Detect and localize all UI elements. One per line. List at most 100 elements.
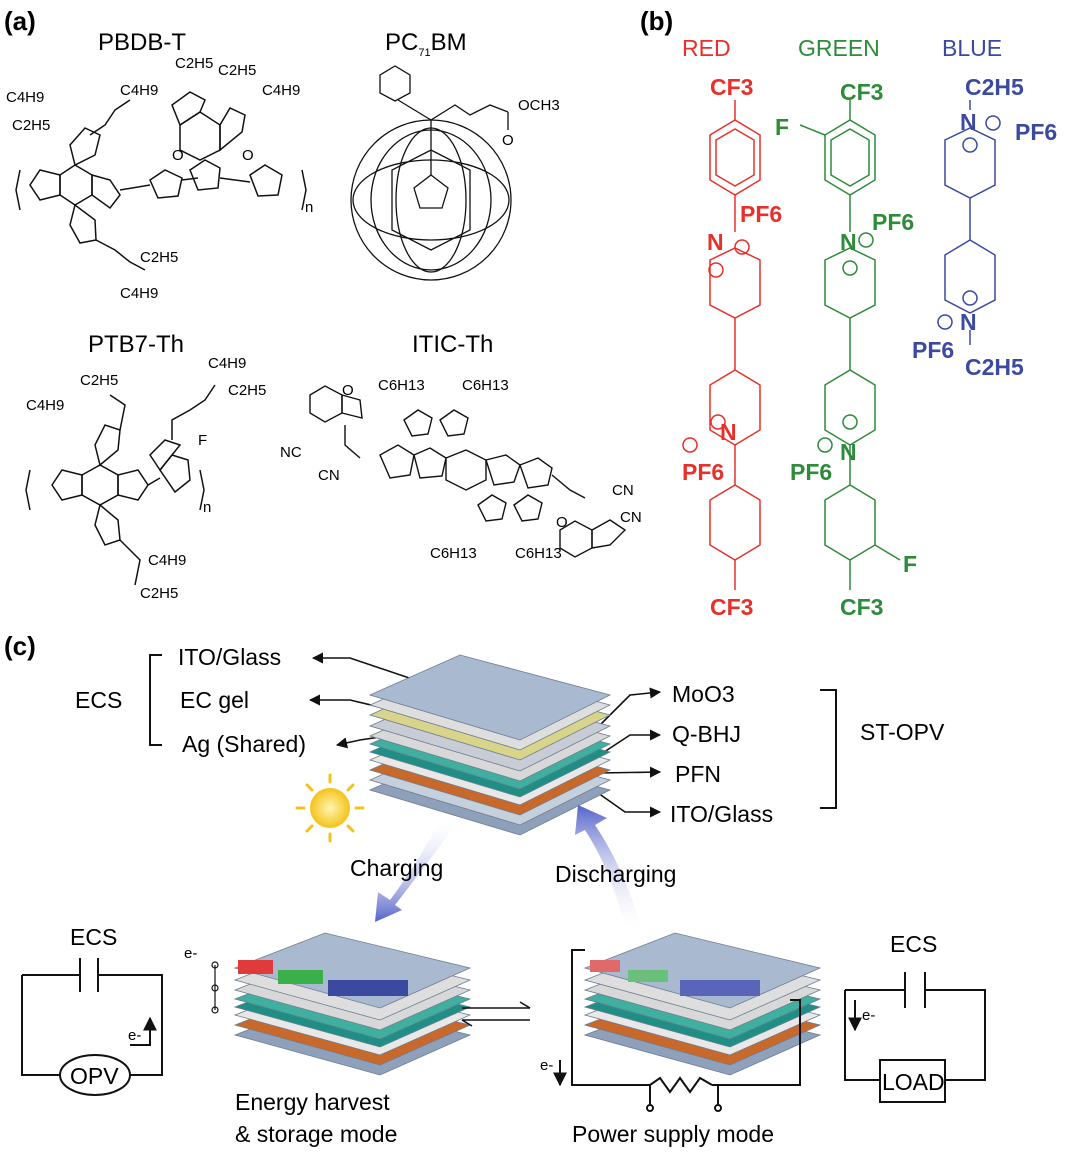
pc71bm-name: PC71BM <box>385 29 467 59</box>
itic-th-labels: ITIC-Th C6H13 C6H13 O NC CN CN CN O C6H1… <box>280 331 642 562</box>
c2h5-group: C2H5 <box>965 74 1024 100</box>
c2h5-group: C2H5 <box>228 382 266 399</box>
f-atom: F <box>775 114 789 140</box>
ecs-layer-ecgel: EC gel <box>180 687 249 713</box>
pf6-counterion: PF6 <box>1015 119 1057 145</box>
n-subscript: n <box>305 199 313 216</box>
c2h5-group: C2H5 <box>218 62 256 79</box>
n-atom: N <box>707 229 724 255</box>
stopv-layer-moo3: MoO3 <box>672 681 735 707</box>
right-device-load-loop <box>553 949 801 1112</box>
left-circuit-labels: ECS OPV e- <box>70 924 141 1089</box>
left-ecs-label: ECS <box>70 924 117 950</box>
o-atom: O <box>172 147 184 164</box>
pf6-counterion: PF6 <box>682 459 724 485</box>
mode-left-line2: & storage mode <box>235 1121 397 1147</box>
mode-left-line1: Energy harvest <box>235 1089 390 1115</box>
n-atom: N <box>960 109 977 135</box>
c4h9-group: C4H9 <box>120 82 158 99</box>
n-subscript: n <box>203 499 211 516</box>
itic-th-structure <box>309 385 627 558</box>
right-circuit <box>844 972 986 1103</box>
discharging-arrow: Discharging <box>555 805 676 928</box>
c6h13-group: C6H13 <box>378 377 425 394</box>
cn-group: CN <box>612 482 634 499</box>
ecs-layer-ito: ITO/Glass <box>178 644 281 670</box>
c2h5-group: C2H5 <box>175 55 213 72</box>
n-atom: N <box>720 419 737 445</box>
c4h9-group: C4H9 <box>148 552 186 569</box>
c6h13-group: C6H13 <box>430 545 477 562</box>
ptb7-th-structure <box>25 384 216 586</box>
cn-group: CN <box>620 509 642 526</box>
right-electron-label: e- <box>862 1007 875 1024</box>
sun-icon <box>295 773 365 843</box>
c4h9-group: C4H9 <box>208 355 246 372</box>
o-atom: O <box>242 147 254 164</box>
pf6-counterion: PF6 <box>790 459 832 485</box>
ecs-label: ECS <box>75 687 122 713</box>
right-device-stack <box>583 932 822 1076</box>
c2h5-group: C2H5 <box>965 354 1024 380</box>
green-viologen: GREEN F CF3 PF6 N N PF6 F CF3 <box>775 35 917 620</box>
c4h9-group: C4H9 <box>6 89 44 106</box>
left-device-stack: e- <box>184 932 472 1076</box>
stopv-layer-ito: ITO/Glass <box>670 801 773 827</box>
panel-b-label: (b) <box>640 6 673 36</box>
c2h5-group: C2H5 <box>140 585 178 602</box>
o-atom: O <box>502 132 514 149</box>
pc71bm-labels: PC71BM OCH3 O <box>385 29 560 149</box>
pbdb-t-name: PBDB-T <box>98 29 186 56</box>
c4h9-group: C4H9 <box>120 285 158 302</box>
panel-a-label: (a) <box>4 6 36 36</box>
pf6-counterion: PF6 <box>740 201 782 227</box>
n-atom: N <box>840 439 857 465</box>
stopv-layer-pfn: PFN <box>675 761 721 787</box>
ptb7-th-labels: PTB7-Th C2H5 C4H9 C4H9 C2H5 F n C4H9 C2H… <box>26 331 266 602</box>
pc71bm-structure <box>350 65 512 281</box>
pf6-counterion: PF6 <box>872 209 914 235</box>
charging-label: Charging <box>350 855 443 881</box>
load-label: LOAD <box>882 1069 945 1095</box>
itic-th-name: ITIC-Th <box>412 331 493 358</box>
right-circuit-labels: ECS LOAD e- <box>862 931 945 1095</box>
blue-column-label: BLUE <box>942 35 1002 61</box>
o-atom: O <box>556 514 568 531</box>
main-device-stack <box>368 654 612 836</box>
stopv-label: ST-OPV <box>860 719 945 745</box>
red-viologen: RED CF3 PF6 N N PF6 CF3 <box>682 35 782 620</box>
f-atom: F <box>198 432 207 449</box>
discharging-label: Discharging <box>555 861 676 887</box>
c2h5-group: C2H5 <box>140 249 178 266</box>
pf6-counterion: PF6 <box>912 337 954 363</box>
och3-group: OCH3 <box>518 97 560 114</box>
cf3-group: CF3 <box>710 74 753 100</box>
cf3-group: CF3 <box>840 594 883 620</box>
ptb7-th-name: PTB7-Th <box>88 331 184 358</box>
green-column-label: GREEN <box>798 35 880 61</box>
right-device-electron-label: e- <box>540 1057 553 1074</box>
cn-group: CN <box>318 467 340 484</box>
n-atom: N <box>960 309 977 335</box>
n-atom: N <box>840 229 857 255</box>
pbdb-t-structure <box>15 91 307 271</box>
left-circuit <box>21 958 163 1096</box>
pbdb-t-labels: PBDB-T C4H9 C2H5 C4H9 C2H5 C2H5 C4H9 O O… <box>6 29 313 302</box>
opv-label: OPV <box>70 1063 119 1089</box>
c4h9-group: C4H9 <box>26 397 64 414</box>
panel-c-label: (c) <box>4 631 36 661</box>
c4h9-group: C4H9 <box>262 82 300 99</box>
charging-arrow: Charging <box>350 820 455 922</box>
nc-group: NC <box>280 444 302 461</box>
f-atom: F <box>903 551 917 577</box>
cf3-group: CF3 <box>710 594 753 620</box>
left-electron-label: e- <box>128 1027 141 1044</box>
c6h13-group: C6H13 <box>462 377 509 394</box>
mode-right-caption: Power supply mode <box>572 1121 774 1147</box>
c2h5-group: C2H5 <box>12 117 50 134</box>
ecs-layer-ag: Ag (Shared) <box>182 731 306 757</box>
cf3-group: CF3 <box>840 79 883 105</box>
right-ecs-label: ECS <box>890 931 937 957</box>
equilibrium-arrows <box>461 1001 531 1027</box>
